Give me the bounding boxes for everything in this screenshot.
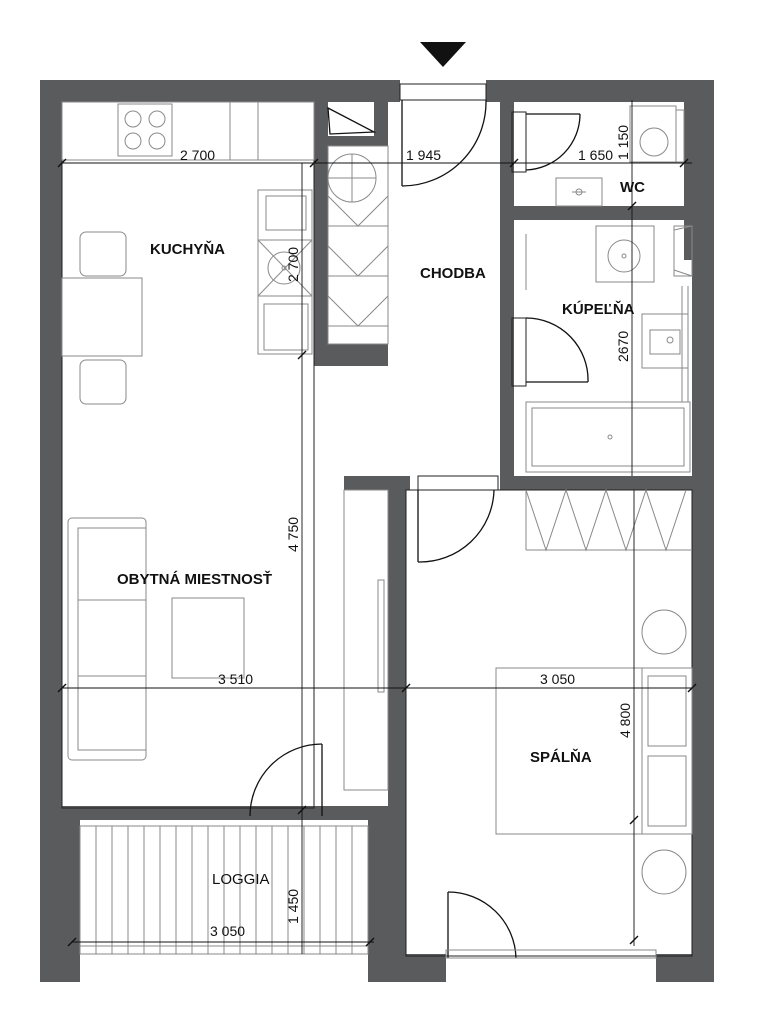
bathroom-fixtures [525, 225, 693, 473]
room-label-kitchen: KUCHYŇA [150, 240, 225, 258]
dim-loggia-width: 3 050 [210, 923, 245, 939]
dining-table [61, 231, 143, 405]
bedroom-door [417, 475, 499, 563]
bedroom-furniture [495, 488, 693, 895]
room-label-bathroom: KÚPEĽŇA [562, 300, 635, 318]
room-label-wc: WC [620, 179, 645, 196]
bathroom-door [511, 317, 589, 387]
wc-door [511, 111, 581, 173]
dim-bedroom-width: 3 050 [540, 671, 575, 687]
kitchen-side-counter [257, 189, 313, 355]
hall-closet [327, 106, 389, 345]
dim-living-width: 3 510 [218, 671, 253, 687]
wc-fixtures [555, 105, 685, 207]
room-label-hallway: CHODBA [420, 265, 486, 282]
room-label-living: OBYTNÁ MIESTNOSŤ [117, 570, 272, 588]
cooktop-icon [124, 110, 166, 150]
loggia-railing [79, 825, 369, 955]
dim-wc-width: 1 650 [578, 147, 613, 163]
dim-hallway-width: 1 945 [406, 147, 441, 163]
entrance-door [399, 83, 487, 187]
loggia-door [249, 743, 323, 817]
dimension-lines [57, 100, 697, 954]
room-label-bedroom: SPÁLŇA [530, 748, 592, 766]
dim-bedroom-depth: 4 800 [617, 703, 633, 738]
dim-kitchen-depth: 2 700 [285, 247, 301, 282]
dim-loggia-depth: 1 450 [285, 889, 301, 924]
entrance-arrow-icon [420, 42, 466, 67]
dim-living-depth: 4 750 [285, 517, 301, 552]
bedroom-window [445, 949, 657, 959]
walls [40, 80, 714, 982]
kitchen-counter [61, 101, 315, 161]
living-furniture [67, 489, 389, 791]
bedroom-balcony-door [447, 891, 517, 959]
dim-kitchen-width: 2 700 [180, 147, 215, 163]
dim-wc-height: 1 150 [615, 125, 631, 160]
dim-bathroom-depth: 2670 [615, 331, 631, 362]
room-label-loggia: LOGGIA [212, 871, 270, 888]
